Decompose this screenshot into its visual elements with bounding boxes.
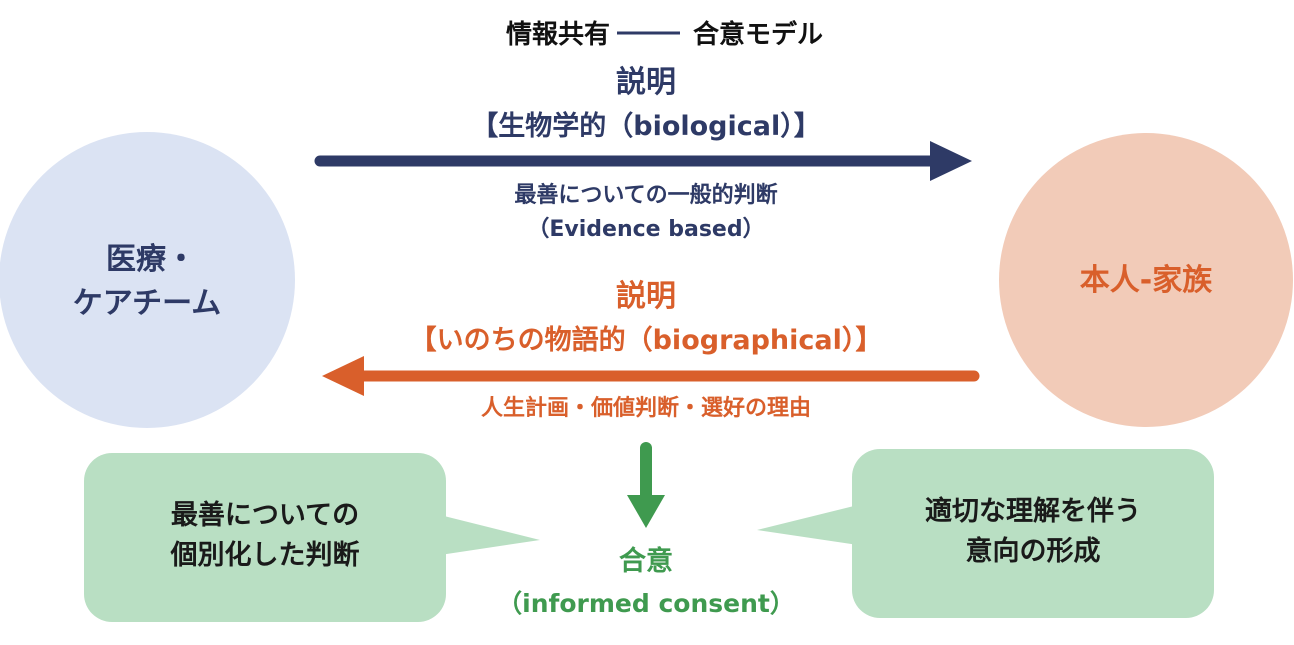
backward-subheading: 【いのちの物語的（biographical）】 bbox=[409, 325, 883, 356]
medical-team-line2: ケアチーム bbox=[72, 286, 222, 321]
left-bubble-line1: 最善についての bbox=[170, 500, 360, 531]
medical-team-line1: 医療・ bbox=[106, 242, 196, 277]
backward-heading: 説明 bbox=[616, 279, 676, 314]
medical-team-label: 医療・ ケアチーム bbox=[0, 238, 294, 326]
forward-heading: 説明 bbox=[616, 65, 676, 100]
right-speech-bubble bbox=[757, 449, 1214, 618]
medical-team-circle bbox=[0, 132, 295, 428]
agreement-label: 合意 bbox=[619, 546, 673, 577]
left-bubble-line2: 個別化した判断 bbox=[170, 540, 360, 571]
title-left-text: 情報共有 bbox=[505, 20, 610, 50]
left-bubble-text: 最善についての 個別化した判断 bbox=[84, 496, 446, 576]
right-bubble-line2: 意向の形成 bbox=[965, 536, 1101, 567]
forward-note-line1: 最善についての一般的判断 bbox=[514, 183, 778, 208]
family-label: 本人-家族 bbox=[1079, 263, 1213, 298]
right-bubble-text: 適切な理解を伴う 意向の形成 bbox=[852, 492, 1214, 572]
forward-arrow bbox=[314, 141, 972, 181]
forward-subheading: 【生物学的（biological）】 bbox=[471, 111, 821, 142]
backward-note: 人生計画・価値判断・選好の理由 bbox=[480, 396, 811, 421]
right-bubble-line1: 適切な理解を伴う bbox=[925, 496, 1141, 527]
forward-note-line2: （Evidence based） bbox=[527, 217, 765, 242]
title-right-text: 合意モデル bbox=[693, 20, 824, 50]
left-speech-bubble bbox=[84, 453, 540, 622]
family-circle bbox=[999, 133, 1293, 427]
agreement-sublabel: （informed consent） bbox=[497, 589, 795, 618]
backward-arrow bbox=[322, 356, 980, 396]
down-arrow bbox=[627, 442, 665, 528]
